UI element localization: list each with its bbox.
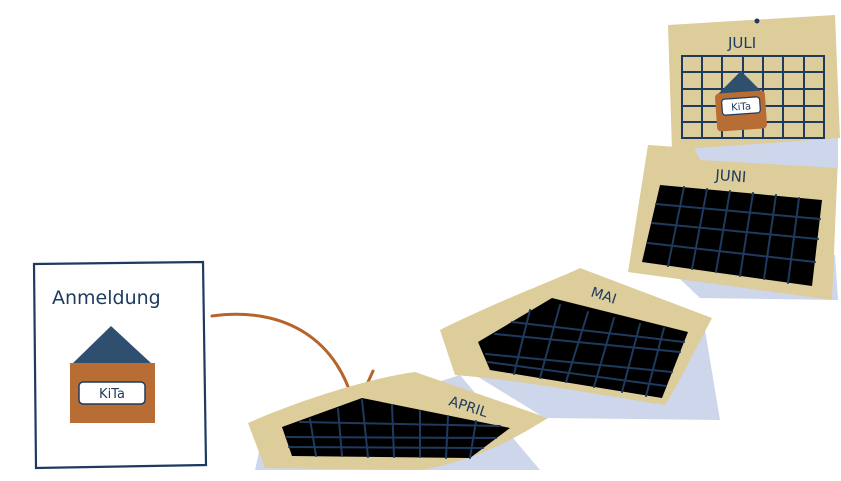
house-sign-label: KiTa [731,101,752,113]
calendar-pin [755,19,760,24]
calendar-month: JULI [727,34,756,52]
calendar-month: JUNI [714,166,747,186]
house-sign-label: KiTa [99,387,125,402]
calendar-juni: JUNI [628,145,838,300]
registration-form: Anmeldung KiTa [34,262,206,468]
calendar-juli: JULI KiTa [668,15,840,168]
form-title: Anmeldung [52,287,161,309]
